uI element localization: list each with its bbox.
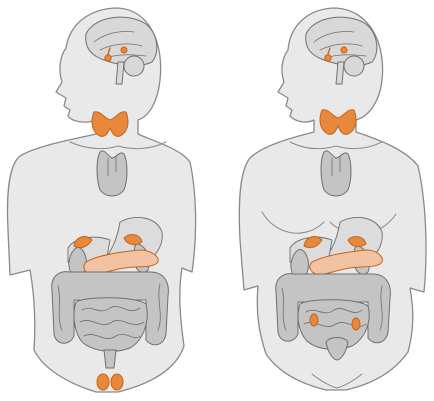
male-left-testis bbox=[97, 374, 109, 390]
male-pituitary-gland bbox=[105, 55, 111, 61]
male-heart bbox=[97, 151, 127, 196]
female-pineal-gland bbox=[341, 47, 347, 53]
male-cerebellum bbox=[124, 56, 144, 76]
male-rectum bbox=[104, 350, 116, 368]
female-pituitary-gland bbox=[325, 55, 331, 61]
male-pineal-gland bbox=[121, 47, 127, 53]
female-cerebellum bbox=[344, 56, 364, 76]
female-figure bbox=[239, 8, 426, 390]
male-right-testis bbox=[111, 374, 123, 390]
female-brainstem bbox=[336, 62, 344, 84]
male-figure bbox=[8, 8, 196, 392]
female-heart bbox=[321, 151, 351, 196]
female-left-ovary bbox=[310, 314, 318, 326]
female-right-ovary bbox=[352, 318, 360, 330]
male-brainstem bbox=[116, 62, 124, 84]
